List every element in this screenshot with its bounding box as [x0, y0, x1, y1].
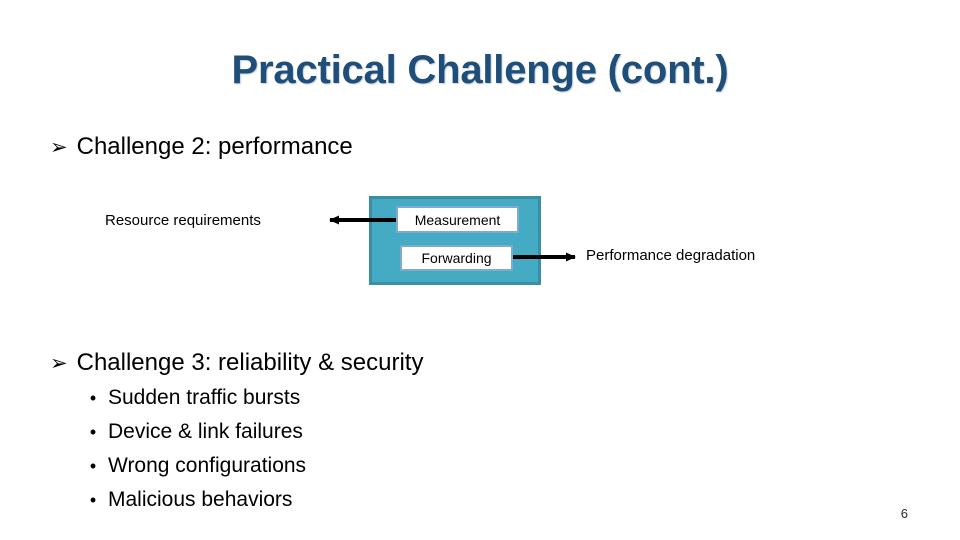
bullet-challenge-3: ➢ Challenge 3: reliability & security: [50, 349, 423, 377]
list-item-label: Malicious behaviors: [108, 488, 293, 511]
dot-bullet-icon: •: [89, 490, 97, 510]
list-item-label: Sudden traffic bursts: [108, 386, 301, 409]
bullet-challenge-2: ➢ Challenge 2: performance: [50, 133, 353, 161]
challenge-3-sub-list: • Sudden traffic bursts • Device & link …: [78, 386, 498, 522]
arrow-bullet-icon: ➢: [50, 351, 68, 375]
list-item: • Wrong configurations: [78, 454, 498, 488]
dot-bullet-icon: •: [89, 388, 97, 408]
performance-degradation-label: Performance degradation: [586, 247, 756, 264]
dot-bullet-icon: •: [89, 456, 97, 476]
measurement-box: Measurement: [396, 206, 519, 233]
list-item-label: Device & link failures: [108, 420, 303, 443]
arrow-bullet-icon: ➢: [50, 135, 68, 159]
list-item: • Sudden traffic bursts: [78, 386, 498, 420]
bullet-challenge-3-label: Challenge 3: reliability & security: [76, 349, 424, 376]
page-number: 6: [900, 506, 908, 521]
resource-requirements-label: Resource requirements: [105, 212, 261, 229]
list-item: • Device & link failures: [78, 420, 498, 454]
bullet-challenge-2-label: Challenge 2: performance: [76, 133, 353, 160]
list-item: • Malicious behaviors: [78, 488, 498, 522]
page-title: Practical Challenge (cont.): [231, 48, 729, 92]
forwarding-box: Forwarding: [400, 245, 513, 271]
dot-bullet-icon: •: [89, 422, 97, 442]
device-container-box: [369, 196, 541, 285]
list-item-label: Wrong configurations: [108, 454, 307, 477]
